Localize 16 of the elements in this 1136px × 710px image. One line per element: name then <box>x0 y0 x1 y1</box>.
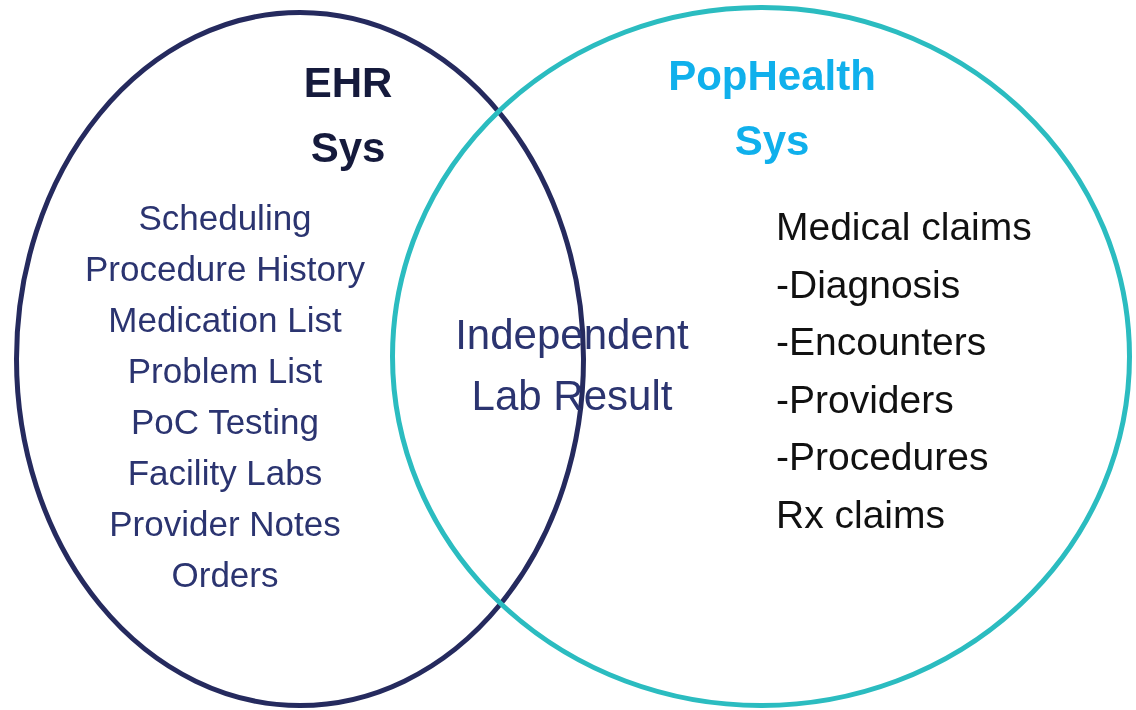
list-item: Procedure History <box>84 249 366 290</box>
list-item: -Procedures <box>776 435 989 480</box>
list-item: Medical claims <box>776 205 1032 250</box>
list-item: PoC Testing <box>130 402 320 443</box>
circle-title: PopHealth Sys <box>667 51 877 167</box>
circle-title: EHR Sys <box>302 58 394 174</box>
list-item: Facility Labs <box>127 453 323 494</box>
list-item: -Encounters <box>776 320 987 365</box>
list-item: Medication List <box>108 300 342 341</box>
list-item: Scheduling <box>138 198 312 239</box>
list-item: Rx claims <box>776 492 945 538</box>
list-item: Orders <box>171 555 279 596</box>
list-item: -Providers <box>776 377 954 423</box>
list-item: -Diagnosis <box>776 262 961 308</box>
list-item: Provider Notes <box>109 504 341 545</box>
list-item: Problem List <box>127 351 323 392</box>
